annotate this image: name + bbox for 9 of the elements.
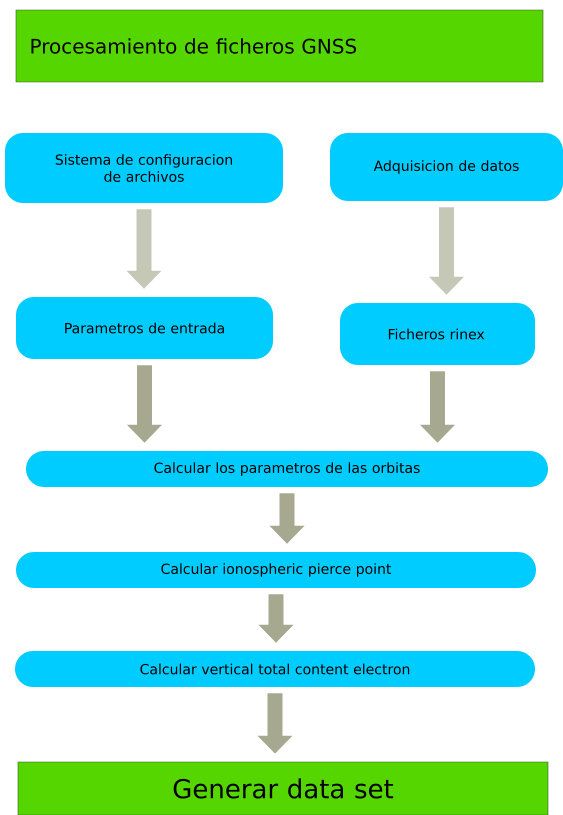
title-box: Procesamiento de ficheros GNSS xyxy=(16,10,544,82)
output-box: Generar data set xyxy=(18,762,548,815)
process-box: Parametros de entrada xyxy=(16,297,273,359)
process-box: Adquisicion de datos xyxy=(330,133,563,201)
process-box: Calcular los parametros de las orbitas xyxy=(26,451,548,487)
process-box: Sistema de configuracion de archivos xyxy=(5,133,283,203)
process-box: Ficheros rinex xyxy=(340,303,535,365)
process-box: Calcular ionospheric pierce point xyxy=(16,552,536,588)
process-box: Calcular vertical total content electron xyxy=(15,651,535,687)
